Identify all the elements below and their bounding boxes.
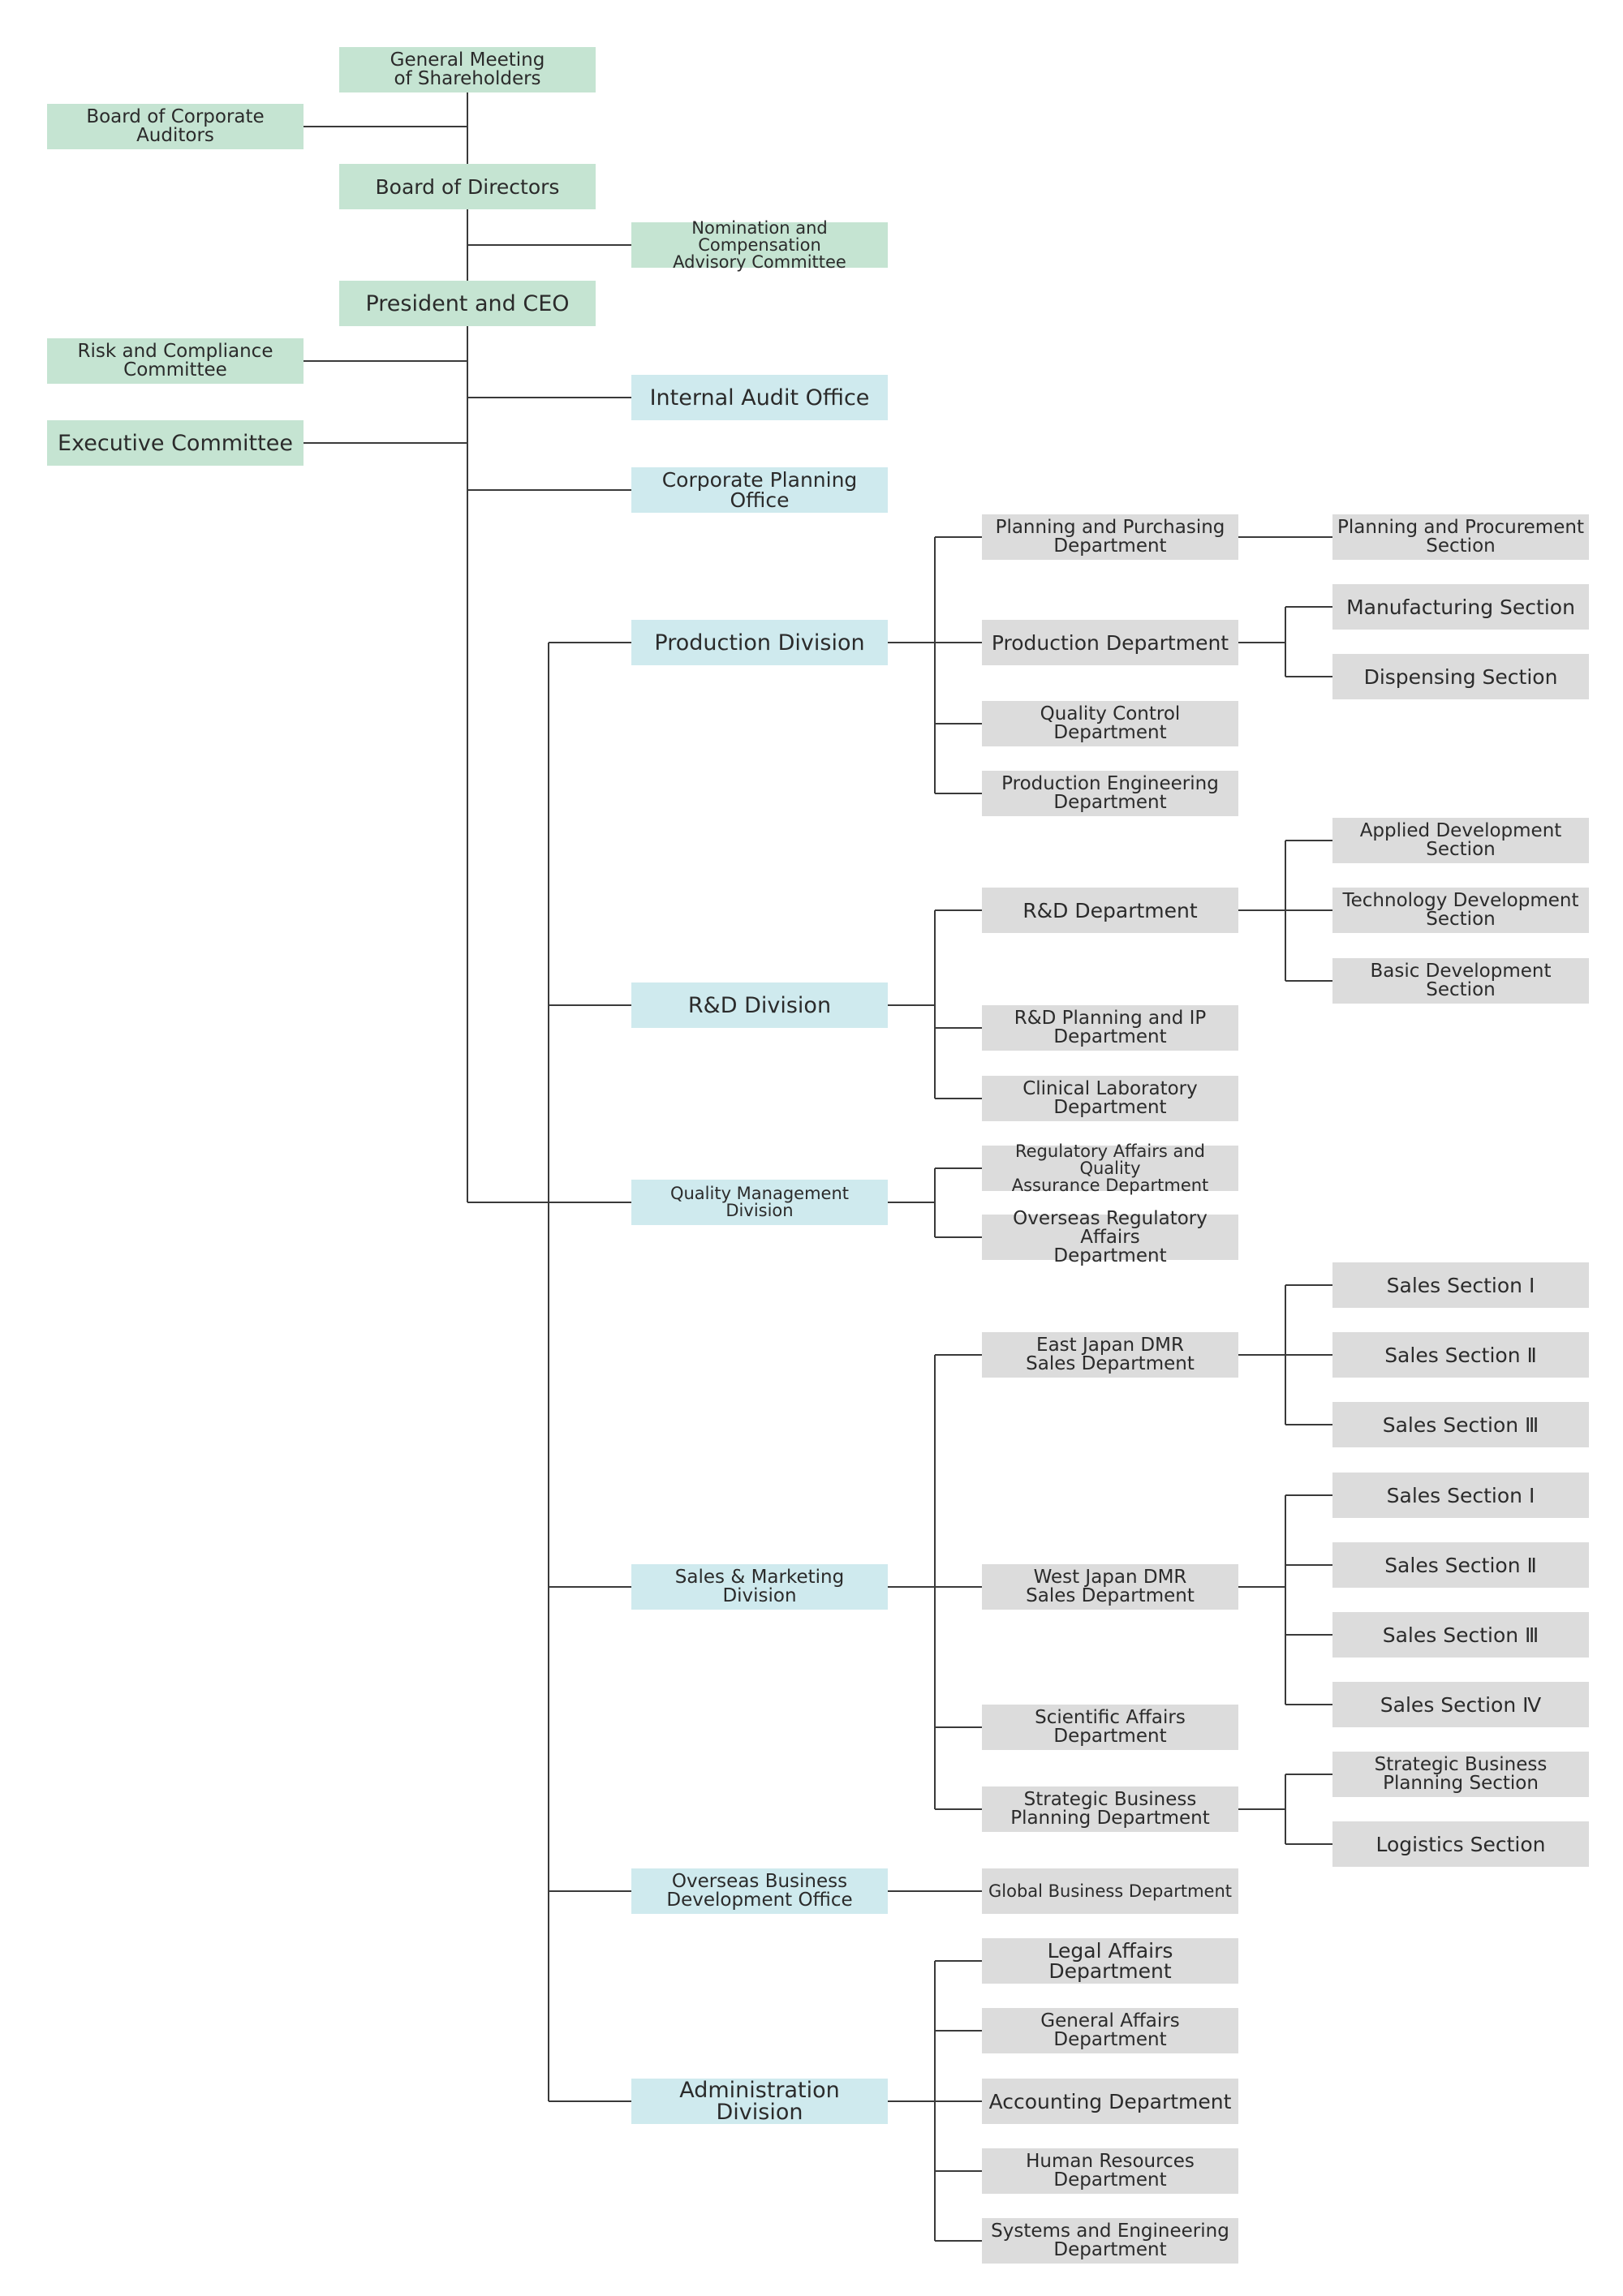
production-engineering-department-box: Production Engineering Department [982,771,1238,816]
board-of-directors-box: Board of Directors [339,164,596,209]
east-japan-sales-department-box: East Japan DMR Sales Department [982,1332,1238,1378]
accounting-department-box: Accounting Department [982,2079,1238,2124]
general-meeting-of-shareholders-box: General Meeting of Shareholders [339,47,596,92]
manufacturing-section-box: Manufacturing Section [1332,584,1589,630]
executive-committee-box: Executive Committee [47,420,304,466]
general-affairs-department-box: General Affairs Department [982,2008,1238,2053]
applied-development-section-box: Applied Development Section [1332,818,1589,863]
regulatory-affairs-qa-department-box: Regulatory Affairs and Quality Assurance… [982,1142,1238,1193]
west-sales-section-2-box: Sales Section Ⅱ [1332,1542,1589,1588]
rnd-division-box: R&D Division [631,982,888,1028]
board-of-corporate-auditors-box: Board of Corporate Auditors [47,104,304,149]
logistics-section-box: Logistics Section [1332,1821,1589,1867]
nomination-compensation-committee-box: Nomination and Compensation Advisory Com… [631,219,888,270]
rnd-planning-ip-department-box: R&D Planning and IP Department [982,1005,1238,1051]
east-sales-section-2-box: Sales Section Ⅱ [1332,1332,1589,1378]
basic-development-section-box: Basic Development Section [1332,958,1589,1004]
planning-procurement-section-box: Planning and Procurement Section [1332,514,1589,560]
west-japan-sales-department-box: West Japan DMR Sales Department [982,1564,1238,1610]
production-department-box: Production Department [982,620,1238,665]
risk-compliance-committee-box: Risk and Compliance Committee [47,338,304,384]
rnd-department-box: R&D Department [982,888,1238,933]
internal-audit-office-box: Internal Audit Office [631,375,888,420]
global-business-department-box: Global Business Department [982,1868,1238,1914]
west-sales-section-3-box: Sales Section Ⅲ [1332,1612,1589,1658]
east-sales-section-3-box: Sales Section Ⅲ [1332,1402,1589,1447]
scientific-affairs-department-box: Scientific Affairs Department [982,1705,1238,1750]
corporate-planning-office-box: Corporate Planning Office [631,467,888,513]
strategic-business-planning-department-box: Strategic Business Planning Department [982,1786,1238,1832]
production-division-box: Production Division [631,620,888,665]
west-sales-section-4-box: Sales Section Ⅳ [1332,1682,1589,1727]
quality-control-department-box: Quality Control Department [982,701,1238,746]
west-sales-section-1-box: Sales Section Ⅰ [1332,1473,1589,1518]
east-sales-section-1-box: Sales Section Ⅰ [1332,1262,1589,1308]
administration-division-box: Administration Division [631,2079,888,2124]
systems-engineering-department-box: Systems and Engineering Department [982,2218,1238,2264]
human-resources-department-box: Human Resources Department [982,2148,1238,2194]
dispensing-section-box: Dispensing Section [1332,654,1589,699]
quality-management-division-box: Quality Management Division [631,1180,888,1225]
sales-marketing-division-box: Sales & Marketing Division [631,1564,888,1610]
overseas-regulatory-affairs-department-box: Overseas Regulatory Affairs Department [982,1209,1238,1265]
overseas-business-development-office-box: Overseas Business Development Office [631,1868,888,1914]
planning-purchasing-department-box: Planning and Purchasing Department [982,514,1238,560]
president-ceo-box: President and CEO [339,281,596,326]
legal-affairs-department-box: Legal Affairs Department [982,1938,1238,1984]
technology-development-section-box: Technology Development Section [1332,888,1589,933]
clinical-laboratory-department-box: Clinical Laboratory Department [982,1076,1238,1121]
strategic-business-planning-section-box: Strategic Business Planning Section [1332,1752,1589,1797]
